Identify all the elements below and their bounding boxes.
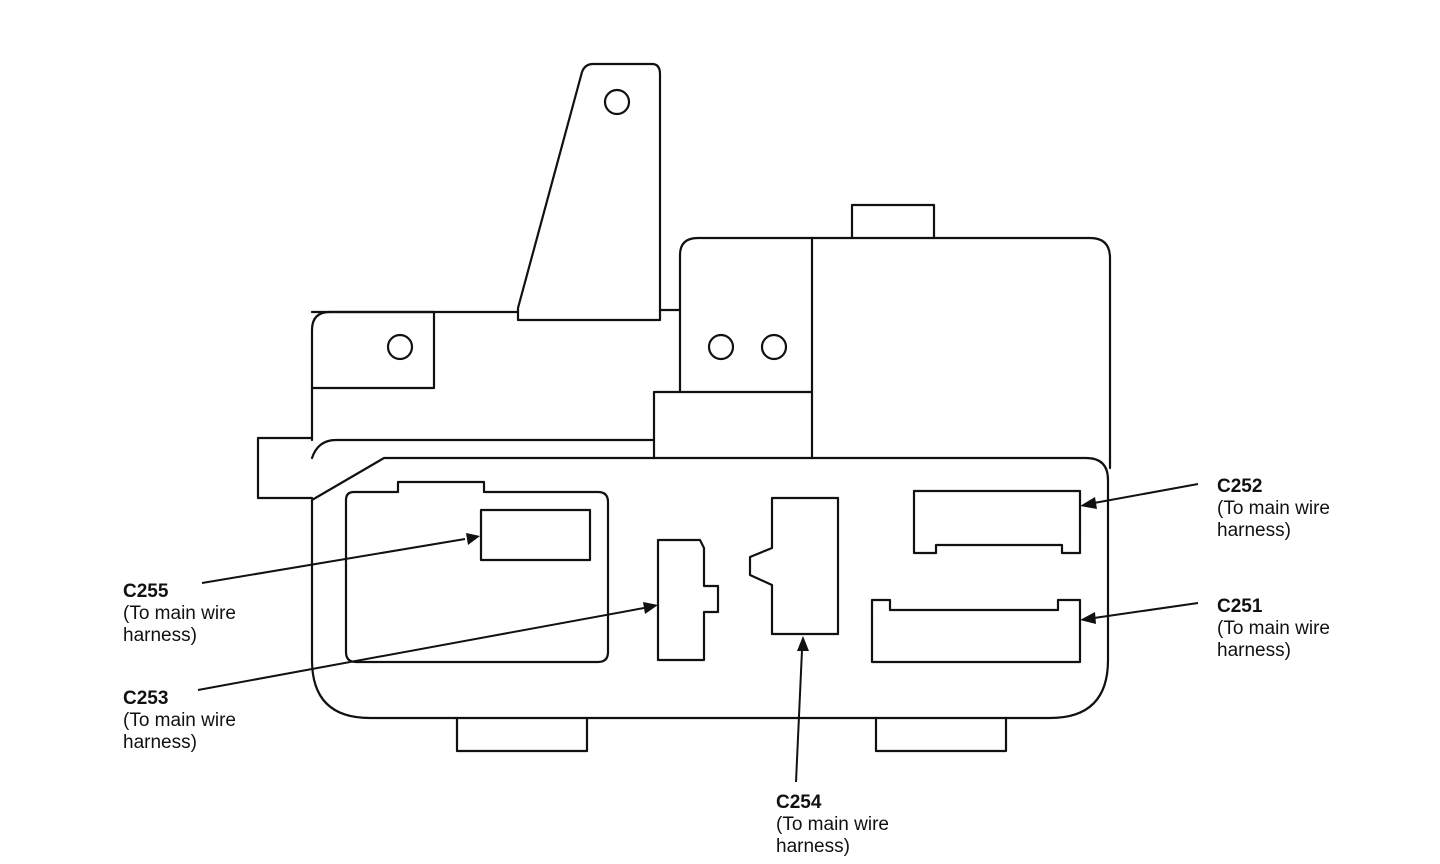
c251-desc-line2: harness) xyxy=(1217,640,1291,661)
c252-socket xyxy=(912,489,1082,555)
c253-socket xyxy=(656,538,720,662)
c253-desc-line1: (To main wire xyxy=(123,710,236,731)
c255-desc-line2: harness) xyxy=(123,625,197,646)
c251-code: C251 xyxy=(1217,596,1263,617)
left-upper-tab xyxy=(310,310,436,390)
c253-label: C253 (To main wire harness) xyxy=(123,688,236,754)
c252-arrow xyxy=(1080,497,1097,509)
c252-leader xyxy=(1093,483,1199,504)
c252-desc-line1: (To main wire xyxy=(1217,498,1330,519)
c255-code: C255 xyxy=(123,581,169,602)
c251-socket xyxy=(870,598,1082,664)
c251-leader xyxy=(1093,602,1199,619)
center-mounting-hole-right xyxy=(760,333,788,361)
c251-arrow xyxy=(1080,612,1096,624)
top-tab xyxy=(850,203,936,240)
c254-code: C254 xyxy=(776,792,822,813)
c253-leader xyxy=(197,607,645,691)
c251-desc-line1: (To main wire xyxy=(1217,618,1330,639)
c253-desc-line2: harness) xyxy=(123,732,197,753)
c254-socket xyxy=(748,496,840,636)
c251-label: C251 (To main wire harness) xyxy=(1217,596,1330,662)
main-lower-body xyxy=(310,456,1110,720)
left-upper-housing xyxy=(310,310,520,442)
c255-arrow xyxy=(466,533,480,545)
c252-label: C252 (To main wire harness) xyxy=(1217,476,1330,542)
c253-arrow xyxy=(643,602,658,614)
top-mounting-bracket xyxy=(516,62,662,322)
c252-desc-line2: harness) xyxy=(1217,520,1291,541)
c255-leader xyxy=(201,538,466,584)
c254-arrow xyxy=(797,636,809,651)
c252-code: C252 xyxy=(1217,476,1263,497)
lower-body-ledge xyxy=(310,438,656,460)
c254-label: C254 (To main wire harness) xyxy=(776,792,889,858)
c254-leader xyxy=(795,649,803,783)
center-block xyxy=(652,390,814,460)
bottom-tab-right xyxy=(874,716,1008,753)
c255-socket xyxy=(479,508,592,562)
c254-desc-line1: (To main wire xyxy=(776,814,889,835)
left-mounting-hole xyxy=(386,333,414,361)
c254-desc-line2: harness) xyxy=(776,836,850,857)
bottom-tab-left xyxy=(455,716,589,753)
c255-label: C255 (To main wire harness) xyxy=(123,581,236,647)
left-side-tab xyxy=(256,436,314,500)
c255-desc-line1: (To main wire xyxy=(123,603,236,624)
c253-code: C253 xyxy=(123,688,169,709)
right-upper-housing xyxy=(678,236,1112,470)
center-mounting-hole-left xyxy=(707,333,735,361)
bracket-mounting-hole xyxy=(603,88,631,116)
